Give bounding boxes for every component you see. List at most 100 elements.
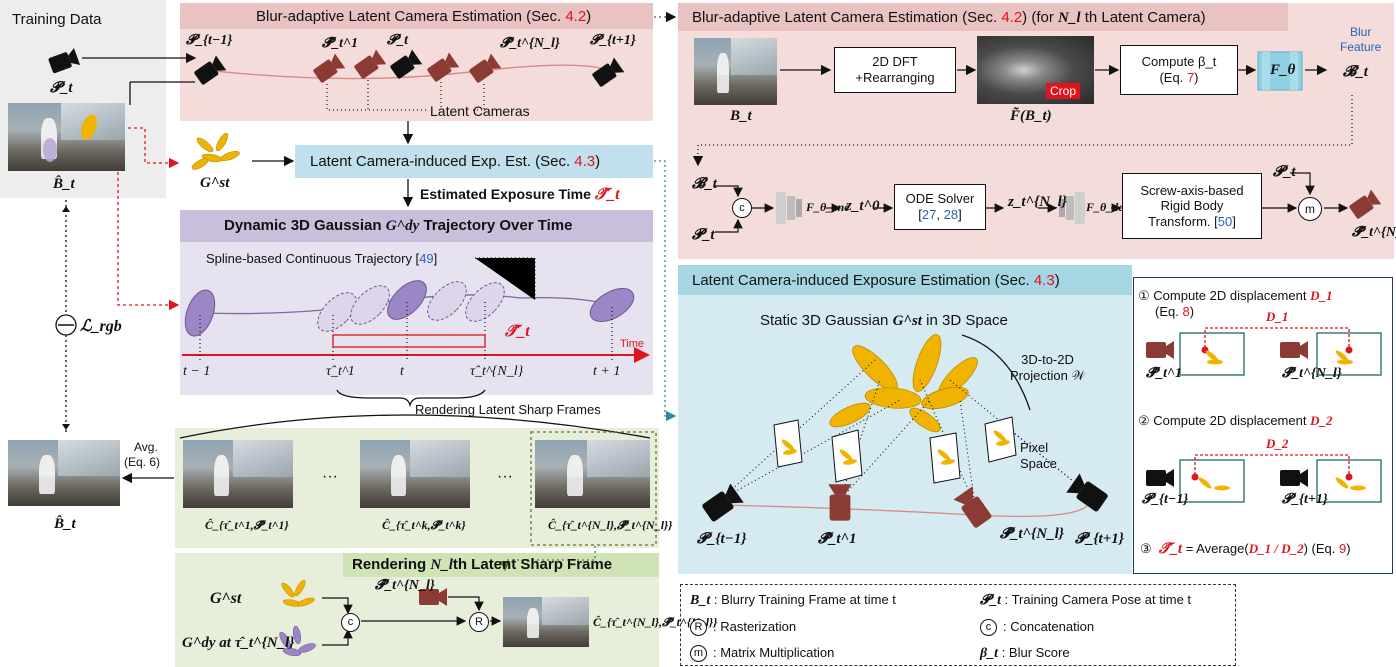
crop-label: Crop	[1046, 83, 1081, 99]
z0-label: z_t^0	[846, 198, 880, 214]
gst-gaussians	[191, 132, 240, 170]
right-concat-circle: c	[732, 198, 752, 218]
gdy-small-gaussians	[279, 625, 316, 657]
avg-eq: (Eq. 6)	[124, 455, 161, 469]
steps-panel	[1133, 277, 1393, 574]
bfeat2-label: 𝓑̂_t	[692, 176, 717, 192]
lcie-cam-next-label: 𝓟_{t+1}	[1075, 531, 1124, 547]
nl-concat-circle: c	[341, 613, 360, 632]
step3: ③ 𝒯̂_t = Average(D_1 / D_2) (Eq. 9)	[1140, 541, 1351, 557]
camera-icon	[47, 48, 81, 75]
legend-blur-score: β_t : Blur Score	[980, 645, 1070, 661]
dec-block	[1059, 192, 1085, 224]
lcie-cam-first-icon	[828, 484, 852, 521]
training-data-title: Training Data	[12, 11, 102, 28]
exposure-span	[332, 334, 486, 348]
znl-label: z_t^{N_l}	[1008, 194, 1067, 210]
time-tick-3: τ̂_t^{N_l}	[470, 364, 524, 379]
legend-matmul: m: Matrix Multiplication	[690, 645, 834, 663]
enc-label: F_θ_enc	[806, 200, 850, 214]
latent-frame-1-image	[183, 440, 293, 508]
time-label: Time	[620, 338, 645, 350]
frames-dots-2: ···	[497, 468, 513, 485]
blur-region-1	[43, 138, 57, 162]
step2-graphics	[1146, 454, 1382, 503]
latent-cameras-label: Latent Cameras	[430, 103, 530, 119]
lcie-cam-first-label: 𝓟̂_t^1	[818, 531, 857, 547]
frame-label-1: Ĉ_{τ̂_t^1,𝓟̂_t^1}	[205, 518, 289, 532]
frame-label-k: Ĉ_{τ̂_t^k,𝓟̂_t^k}	[382, 518, 466, 532]
dec-label: F_θ_dec	[1086, 200, 1129, 214]
legend-concat: c: Concatenation	[980, 619, 1094, 637]
time-tick-1: τ̂_t^1	[326, 364, 355, 379]
rendering-label: Rendering Latent Sharp Frames	[415, 402, 601, 417]
static-gaussians-3d	[829, 334, 978, 433]
lcie-cam-nl-label: 𝓟̂_t^{N_l}	[1000, 526, 1064, 542]
nl-render-title: Rendering N_lth Latent Sharp Frame	[352, 556, 613, 573]
estimated-exposure-label: Estimated Exposure Time 𝒯̂_t	[420, 186, 620, 203]
pixel-planes	[773, 416, 1017, 484]
legend-bt: B_t : Blurry Training Frame at time t	[690, 592, 896, 608]
dynamic-gaussians	[184, 280, 635, 337]
right-bt-label: B_t	[730, 108, 752, 124]
enc-block	[776, 192, 802, 224]
latent-frame-nl-image	[535, 440, 650, 508]
step1-cam-b: 𝓟̂_t^{N_l}	[1282, 366, 1342, 381]
step1-cam-a: 𝓟̂_t^1	[1146, 366, 1182, 381]
latent-frame-k-image	[360, 440, 470, 508]
red-link-gst	[128, 127, 180, 169]
latent-cam-3-icon	[426, 52, 460, 84]
camera-trajectory-line	[204, 64, 616, 80]
bfeat-label: 𝓑̂_t	[1343, 64, 1368, 80]
lcie-panel	[678, 265, 1132, 574]
output-camera-icon	[1348, 189, 1382, 221]
output-frame-label: B̂_t	[54, 516, 76, 532]
avg-label: Avg.	[134, 440, 158, 454]
right-bt-image	[694, 38, 777, 105]
pose-next-label: 𝓟_{t+1}	[590, 33, 636, 48]
step1-eq: (Eq. 8)	[1155, 304, 1195, 319]
step2-cam-b: 𝓟_{t+1}	[1282, 492, 1328, 507]
ode-box: ODE Solver [27, 28]	[894, 184, 986, 230]
matmul-circle: m	[1298, 197, 1322, 221]
nl-pose-label: 𝓟̂_t^{N_l}	[375, 578, 435, 593]
time-tick-2: t	[400, 364, 404, 379]
lcie-cam-prev-icon	[700, 483, 744, 524]
dynamic-header	[180, 210, 653, 242]
pose-first-label: 𝓟̂_t^1	[322, 36, 358, 51]
lcie-cam-prev-label: 𝓟_{t−1}	[697, 531, 747, 547]
fbt-label: F̃(B_t)	[1010, 108, 1052, 124]
nl-gdy-label: G^dy at τ̂_t^{N_l}	[182, 635, 295, 651]
exposure-est-box	[295, 145, 653, 178]
step2-cam-a: 𝓟_{t−1}	[1142, 492, 1189, 507]
legend-panel	[680, 584, 1236, 666]
frames-dots-1: ···	[322, 468, 338, 485]
right-out-label: 𝓟̂_t^{N_l}	[1352, 225, 1396, 240]
frame-label-nl: Ĉ_{τ̂_t^{N_l},𝓟̂_t^{N_l}}	[548, 518, 673, 532]
dynamic-title: Dynamic 3D Gaussian G^dy Trajectory Over…	[224, 217, 573, 234]
ftheta-label: F_θ	[1270, 62, 1296, 78]
output-frame-image	[8, 440, 120, 506]
d1-label: D_1	[1266, 309, 1289, 324]
nl-out-label: Ĉ_{τ̂_t^{N_l},𝓟̂_t^{N_l}}	[593, 615, 718, 629]
latent-cam-1-icon	[312, 53, 346, 85]
right-top-title: Blur-adaptive Latent Camera Estimation (…	[692, 9, 1206, 26]
legend-pose: 𝓟_t : Training Camera Pose at time t	[980, 592, 1192, 608]
red-link-trajectory	[117, 148, 180, 311]
step2-title: ② Compute 2D displacement D_2	[1138, 413, 1333, 428]
projected-gaussians	[781, 430, 1010, 465]
legend-raster: R: Rasterization	[690, 619, 796, 637]
dft-box: 2D DFT+Rearranging	[834, 47, 956, 93]
blur-estimation-header	[180, 3, 653, 29]
step1-title: ① Compute 2D displacement D_1	[1138, 288, 1333, 303]
time-tick-0: t − 1	[183, 364, 211, 379]
exposure-est-title: Latent Camera-induced Exp. Est. (Sec. 4.…	[310, 153, 601, 170]
d2-label: D_2	[1266, 436, 1289, 451]
pose-mid-label: 𝓟_t	[387, 33, 408, 48]
nl-raster-circle: R	[469, 612, 489, 632]
time-tick-4: t + 1	[593, 364, 621, 379]
